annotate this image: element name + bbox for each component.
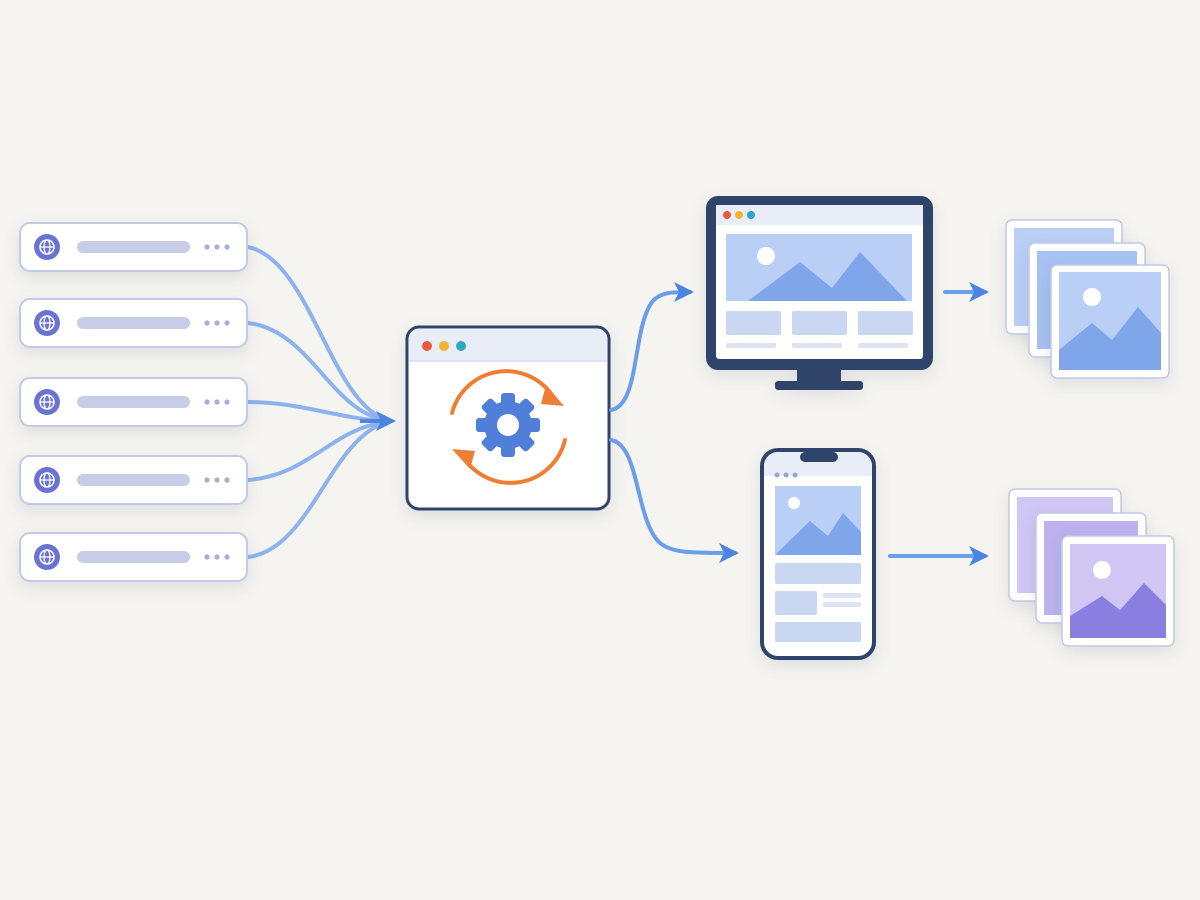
more-dots-icon[interactable] <box>204 244 230 250</box>
window-dot-red <box>422 341 432 351</box>
window-dot-teal <box>456 341 466 351</box>
window-dot-yellow <box>439 341 449 351</box>
image-icon <box>1050 264 1170 379</box>
source-placeholder-bar <box>77 396 190 408</box>
source-card-1[interactable] <box>19 222 248 272</box>
window-dot-red <box>723 211 731 219</box>
image-icon <box>1061 535 1175 647</box>
source-placeholder-bar <box>77 551 190 563</box>
desktop-content-block <box>792 311 847 335</box>
gear-icon <box>476 393 540 457</box>
phone-content-block <box>775 591 817 615</box>
connector-to-phone <box>609 438 739 563</box>
processor-window[interactable] <box>405 325 611 511</box>
source-card-4[interactable] <box>19 455 248 505</box>
source-card-5[interactable] <box>19 532 248 582</box>
purple-image-stack <box>1008 488 1175 647</box>
globe-icon <box>34 234 60 260</box>
desktop-content-block <box>858 311 913 335</box>
phone-notch <box>800 452 838 462</box>
source-placeholder-bar <box>77 474 190 486</box>
source-placeholder-bar <box>77 317 190 329</box>
source-card-3[interactable] <box>19 377 248 427</box>
desktop-monitor[interactable] <box>706 196 933 390</box>
connector-4 <box>246 420 387 482</box>
connector-to-desktop <box>609 282 694 412</box>
phone-content-block <box>775 622 861 642</box>
globe-icon <box>34 544 60 570</box>
more-dots-icon[interactable] <box>204 477 230 483</box>
connector-1 <box>246 245 387 421</box>
monitor-stand-base <box>775 381 863 390</box>
globe-icon <box>34 310 60 336</box>
connector-2 <box>246 321 387 422</box>
desktop-hero-image <box>726 234 912 301</box>
window-dot-yellow <box>735 211 743 219</box>
connector-5 <box>246 421 387 559</box>
mobile-phone[interactable] <box>760 448 876 660</box>
source-connectors <box>246 245 387 559</box>
blue-image-stack <box>1005 219 1170 379</box>
source-list <box>19 222 248 582</box>
monitor-stand-neck <box>797 369 841 383</box>
refresh-cycle-icon <box>450 369 567 485</box>
desktop-content-block <box>726 311 781 335</box>
globe-icon <box>34 389 60 415</box>
refresh-arrowhead-top <box>541 385 564 406</box>
globe-icon <box>34 467 60 493</box>
more-dots-icon[interactable] <box>204 554 230 560</box>
output-connectors <box>609 282 989 566</box>
source-card-2[interactable] <box>19 298 248 348</box>
source-placeholder-bar <box>77 241 190 253</box>
phone-content-block <box>775 563 861 584</box>
more-dots-icon[interactable] <box>204 320 230 326</box>
more-dots-icon[interactable] <box>204 399 230 405</box>
window-dot-teal <box>747 211 755 219</box>
phone-hero-image <box>775 486 861 555</box>
refresh-arrowhead-bottom <box>452 449 475 469</box>
